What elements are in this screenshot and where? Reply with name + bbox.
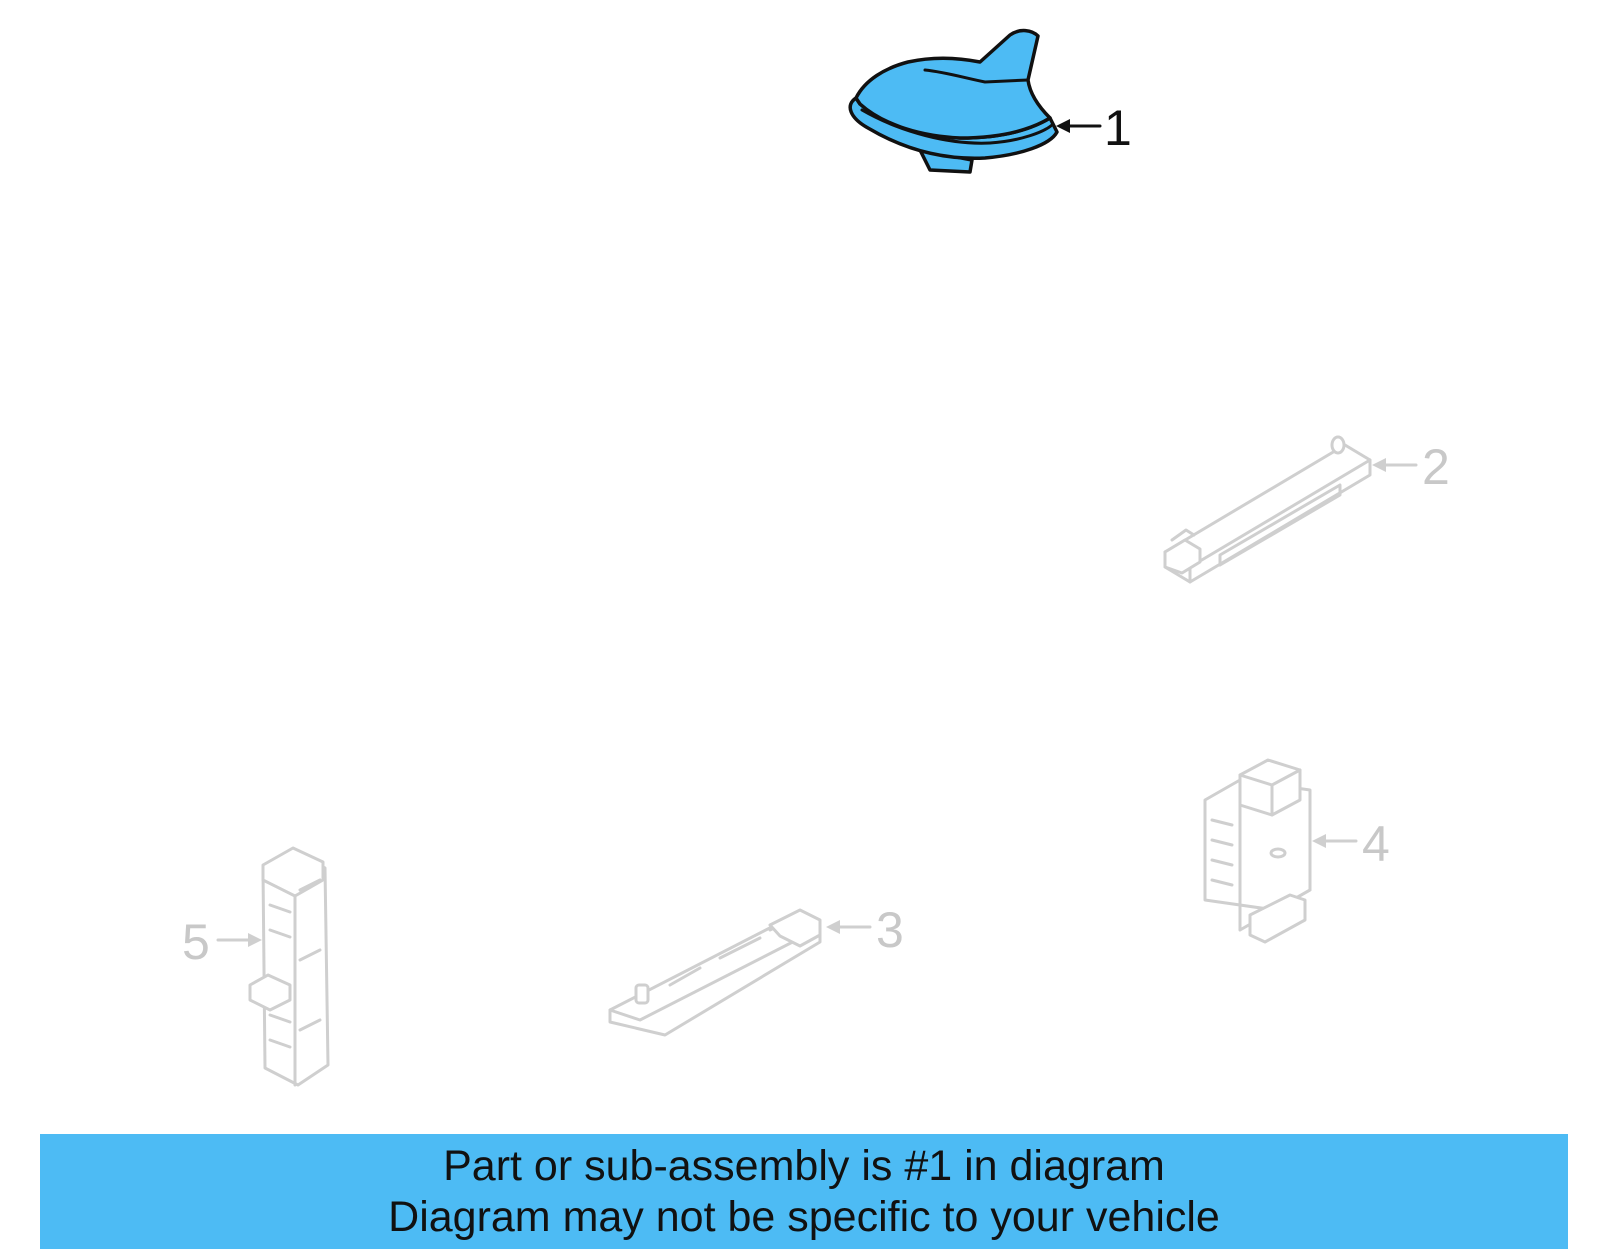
- module-3-pin: [634, 983, 650, 1005]
- module-4-plug-edge: [1238, 768, 1302, 817]
- callout-arrowhead-1: [1056, 119, 1070, 133]
- module-4-foot: [1248, 893, 1307, 944]
- callout-label-2: 2: [1422, 439, 1450, 495]
- banner-line-part-note: Part or sub-assembly is #1 in diagram: [443, 1141, 1165, 1190]
- callout-arrowhead-4: [1312, 834, 1326, 848]
- module-3-end: [768, 908, 822, 948]
- module-3-top: [608, 926, 822, 1022]
- banner-line-disclaimer: Diagram may not be specific to your vehi…: [388, 1192, 1220, 1241]
- info-banner: Part or sub-assembly is #1 in diagram Di…: [40, 1134, 1568, 1249]
- module-5-side-ribs: [298, 878, 322, 1032]
- callout-label-4: 4: [1362, 816, 1390, 872]
- callout-arrowhead-5: [248, 933, 262, 947]
- module-2-connector: [1163, 538, 1202, 575]
- module-5-slots: [268, 903, 292, 1049]
- module-5-latch: [248, 973, 292, 1012]
- callout-label-5: 5: [182, 914, 210, 970]
- callout-label-3: 3: [876, 902, 904, 958]
- module-4-plug: [1238, 758, 1302, 817]
- module-4-side-ribs: [1210, 818, 1234, 887]
- module-4-hole: [1269, 847, 1287, 859]
- module-5-top-cap: [261, 846, 325, 898]
- module-2-underside: [1218, 483, 1342, 567]
- module-2-pin: [1330, 435, 1346, 455]
- part-4-module[interactable]: 4: [1203, 758, 1390, 944]
- callout-arrowhead-3: [826, 920, 840, 934]
- part-3-module[interactable]: 3: [608, 902, 904, 1037]
- antenna-base-edge: [860, 108, 1055, 145]
- part-1-antenna[interactable]: 1: [848, 28, 1132, 174]
- callout-arrowhead-2: [1372, 458, 1386, 472]
- callout-label-1: 1: [1104, 100, 1132, 156]
- part-5-module[interactable]: 5: [182, 846, 330, 1087]
- antenna-fin-crease: [923, 68, 1030, 84]
- module-2-connector-notch: [1170, 528, 1196, 542]
- part-2-module[interactable]: 2: [1163, 435, 1450, 584]
